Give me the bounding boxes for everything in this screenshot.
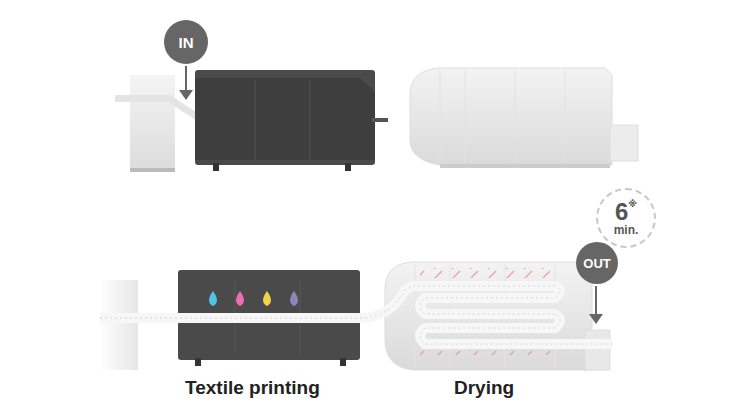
callout-text: IN	[179, 34, 194, 51]
time-number: 6	[615, 198, 628, 225]
process-label: Textile printing	[185, 377, 320, 399]
callout-circle: OUT	[576, 242, 618, 284]
callout-text: OUT	[583, 256, 610, 271]
note-mark: ※	[628, 199, 637, 209]
callout-circle: 6※ min.	[596, 188, 656, 248]
process-label: Drying	[454, 377, 514, 399]
callout-circle: IN	[164, 20, 208, 64]
time-unit: min.	[614, 224, 639, 236]
